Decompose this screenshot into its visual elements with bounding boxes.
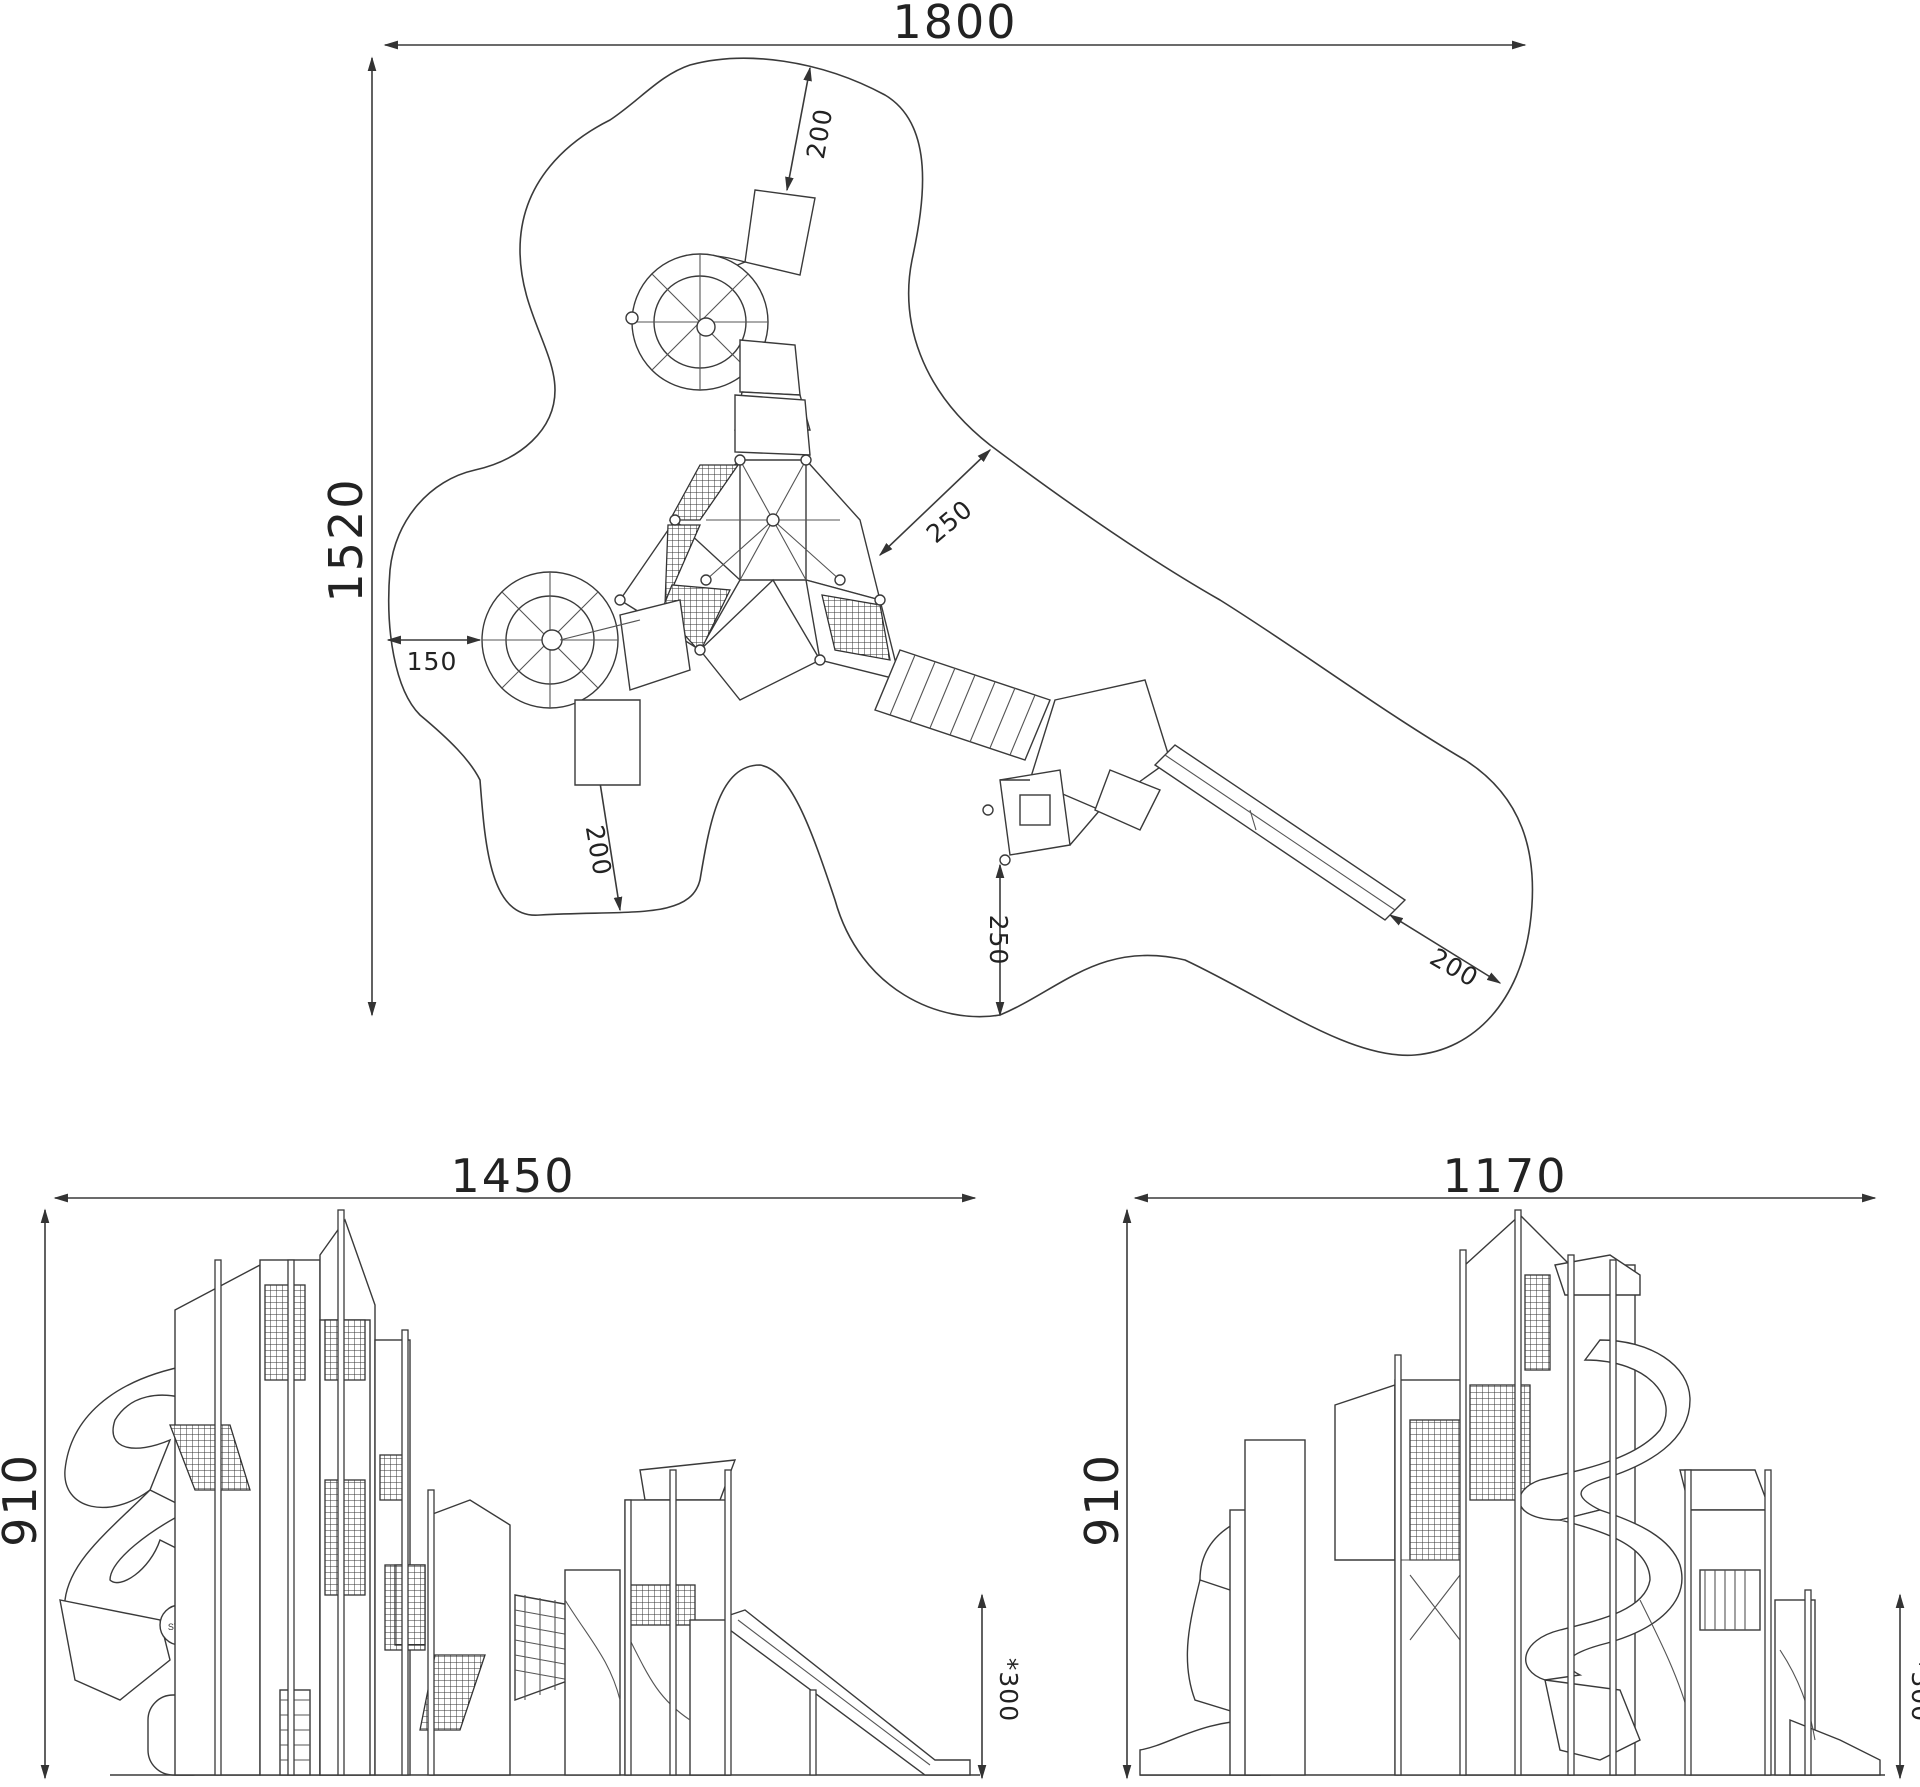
front-posts <box>214 1209 817 1776</box>
plan-height-label: 1520 <box>319 477 373 602</box>
right-tower <box>982 679 1171 866</box>
side-right-structures <box>1639 1469 1881 1776</box>
central-hex-platform <box>614 454 901 701</box>
bridge-walkway <box>874 649 1051 761</box>
bottom-left-clearance-line <box>595 768 623 912</box>
side-posts <box>1394 1209 1812 1776</box>
front-bridge <box>514 1594 571 1701</box>
left-clearance-label: 150 <box>407 647 458 676</box>
front-height-label: 910 <box>0 1453 47 1547</box>
straight-slide <box>1153 744 1407 921</box>
top-spiral-slide <box>625 189 816 431</box>
side-fall-height-label: *300 <box>1906 1658 1920 1722</box>
safety-zone-outline <box>387 57 1534 1057</box>
right-upper-clearance-label: 250 <box>921 494 978 549</box>
side-height-label: 910 <box>1075 1453 1129 1547</box>
left-spiral-slide <box>481 571 691 786</box>
front-main-tower <box>169 1218 511 1776</box>
front-elevation: 1450 910 *300 STOP <box>0 1149 1023 1780</box>
slide-end-clearance-line <box>1388 914 1502 984</box>
side-width-label: 1170 <box>1442 1149 1567 1203</box>
front-fall-height-label: *300 <box>994 1658 1023 1722</box>
top-slide-clearance-line <box>785 66 812 192</box>
bottom-left-clearance-label: 200 <box>580 823 617 878</box>
plan-width-label: 1800 <box>892 0 1017 49</box>
plan-view: 1800 1520 200 150 200 250 250 200 <box>319 0 1534 1057</box>
front-straight-slide <box>729 1609 971 1776</box>
slide-end-clearance-label: 200 <box>1425 942 1483 992</box>
top-slide-clearance-label: 200 <box>801 106 838 161</box>
front-right-tower <box>564 1459 737 1776</box>
side-elevation: 1170 910 *300 <box>1075 1149 1920 1780</box>
right-upper-clearance-line <box>878 449 992 556</box>
front-width-label: 1450 <box>450 1149 575 1203</box>
top-tower-roof <box>734 394 811 456</box>
bottom-mid-clearance-label: 250 <box>984 915 1013 966</box>
